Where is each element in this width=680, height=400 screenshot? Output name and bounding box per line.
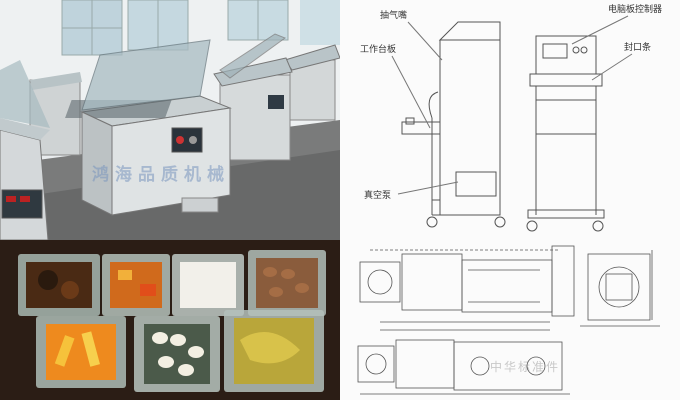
label-exhaust-pipe: 抽气嘴 xyxy=(380,11,408,21)
food-bag-eggs xyxy=(248,250,326,316)
pump-side-view xyxy=(580,250,660,327)
packed-food-photo xyxy=(0,240,340,400)
vacuum-machine-front-left xyxy=(0,60,50,240)
food-bag-garlic xyxy=(134,316,220,392)
pump-front-view xyxy=(357,339,570,395)
label-vacuum-pump: 真空泵 xyxy=(364,191,392,201)
window xyxy=(227,0,289,41)
machine-front-view xyxy=(526,35,605,232)
vacuum-machine-back-right xyxy=(284,44,340,121)
label-seal-strip: 封口条 xyxy=(624,43,652,53)
food-bag-orange xyxy=(36,316,126,388)
food-bag-pickled xyxy=(224,310,324,392)
food-bag-dark xyxy=(18,254,100,316)
pump-watermark-text: 中华标准件 xyxy=(490,360,561,374)
food-bag-red xyxy=(102,254,170,316)
watermark-text: 鸿海品质机械 xyxy=(92,165,230,185)
machine-side-view xyxy=(401,21,506,228)
label-control-panel: 电脑板控制器 xyxy=(608,5,663,15)
machine-line-drawing: 抽气嘴 工作台板 真空泵 电脑板控制器 封口条 xyxy=(340,0,680,240)
machines-photo: 鸿海品质机械 xyxy=(0,0,340,240)
food-bag-white xyxy=(172,254,244,316)
pump-top-view xyxy=(359,245,575,331)
vacuum-machine-main xyxy=(65,39,232,216)
window xyxy=(61,0,123,56)
label-worktable: 工作台板 xyxy=(360,45,397,55)
window xyxy=(127,0,189,51)
vacuum-machine-back xyxy=(213,33,293,161)
pump-technical-drawing: 中华标准件 xyxy=(340,240,680,400)
